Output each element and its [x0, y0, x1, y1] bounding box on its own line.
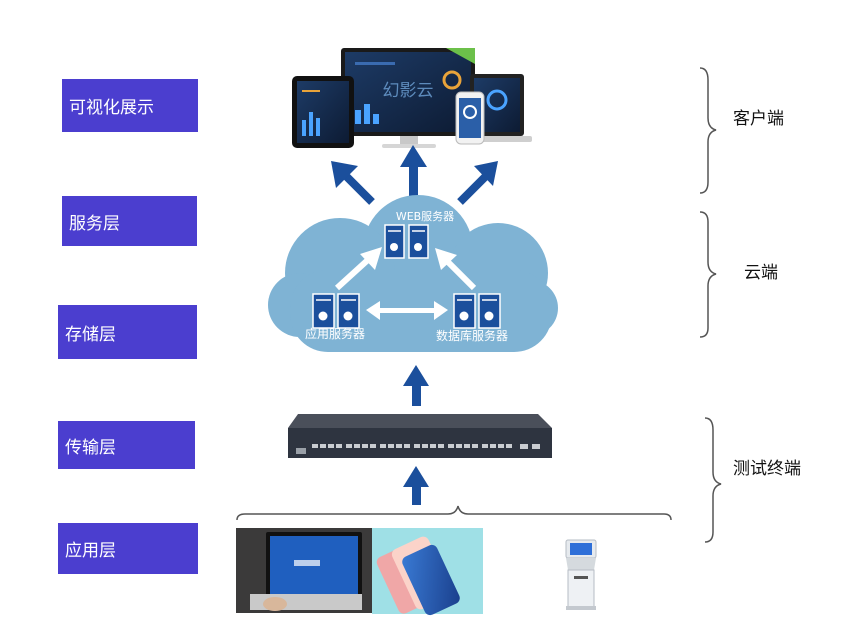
brace-cloud	[699, 211, 717, 338]
layer-application: 应用层	[58, 523, 198, 574]
laptop-photo	[236, 528, 372, 613]
db-server-label: 数据库服务器	[436, 328, 508, 343]
tier-cloud-label: 云端	[744, 263, 778, 283]
app-server-icon	[312, 293, 360, 329]
tier-terminal-label: 测试终端	[733, 459, 801, 479]
layer-application-label: 应用层	[65, 541, 116, 561]
layer-visualization-label: 可视化展示	[69, 98, 154, 118]
layer-service: 服务层	[62, 196, 197, 246]
phone-photo	[372, 528, 483, 616]
layer-storage-label: 存储层	[65, 324, 116, 345]
layer-visualization: 可视化展示	[62, 79, 198, 132]
client-devices-icon: 幻影云	[292, 48, 532, 148]
brace-client	[699, 67, 717, 194]
layer-transport-label: 传输层	[65, 437, 116, 458]
cloud-internal-arrows	[334, 247, 477, 320]
layer-transport: 传输层	[58, 421, 195, 469]
kiosk-terminal-icon	[565, 539, 597, 610]
tier-client-label: 客户端	[733, 109, 784, 129]
monitor-brand: 幻影云	[383, 81, 434, 101]
arrow-terminal-to-switch	[403, 466, 429, 505]
arrow-switch-to-cloud	[403, 365, 429, 406]
arrows-to-client	[331, 145, 498, 205]
network-switch-icon	[288, 414, 552, 458]
web-server-label: WEB服务器	[396, 210, 454, 223]
db-server-icon	[453, 293, 501, 329]
web-server-icon	[384, 224, 429, 259]
app-server-label: 应用服务器	[305, 326, 365, 341]
layer-storage: 存储层	[58, 305, 197, 359]
layer-service-label: 服务层	[69, 213, 120, 234]
brace-terminal	[704, 417, 722, 543]
brace-terminal-devices	[236, 505, 672, 521]
